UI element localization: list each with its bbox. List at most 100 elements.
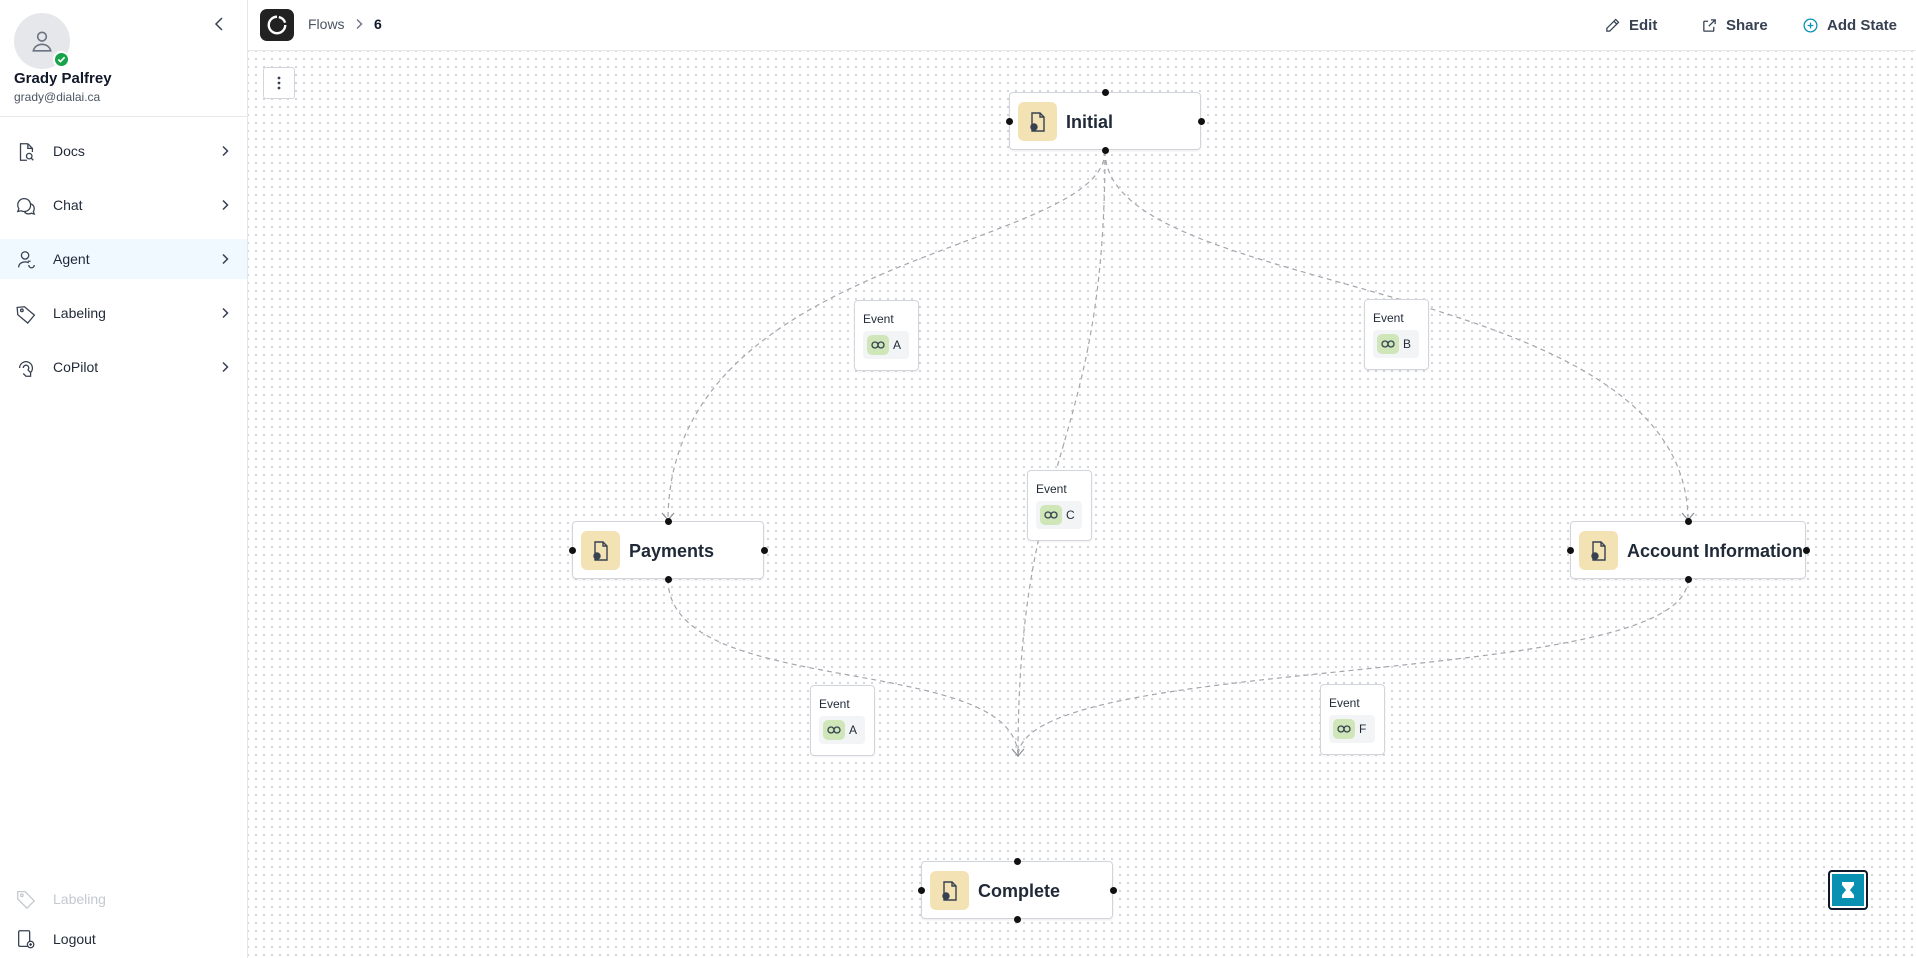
event-icon-wrap [1040,505,1062,525]
event-title: Event [819,697,850,711]
event-node[interactable]: Event F [1320,684,1385,755]
chevron-right-icon [222,361,229,373]
tag-icon [17,891,36,910]
sidebar-item-labeling[interactable]: Labeling [0,293,247,333]
chevron-right-icon [222,307,229,319]
edit-button[interactable]: Edit [1604,12,1657,38]
app-logo[interactable] [260,9,294,41]
plus-circle-icon [1803,17,1818,33]
event-chip: F [1329,715,1375,743]
event-letter: A [893,338,902,352]
event-node[interactable]: Event A [854,300,919,371]
handle-right[interactable] [1198,118,1205,125]
event-title: Event [1373,311,1404,325]
handle-left[interactable] [918,887,925,894]
handle-top[interactable] [1102,89,1109,96]
chevron-right-icon [222,145,229,157]
link-icon [1044,511,1058,519]
chevron-right-icon [222,253,229,265]
chevron-right-icon [222,199,229,211]
state-node-payments[interactable]: Payments [569,518,768,583]
share-button[interactable]: Share [1701,12,1768,38]
event-node[interactable]: Event A [810,685,875,756]
copilot-icon [18,361,34,377]
breadcrumb-current: 6 [374,16,382,32]
tag-icon [16,306,36,324]
assistant-icon [1842,882,1854,898]
logout-button[interactable]: Logout [0,922,247,956]
avatar[interactable] [14,13,70,69]
logout-label: Logout [53,931,96,947]
sidebar-item-label: Docs [53,143,85,159]
chat-bubbles-icon [16,198,36,216]
link-icon [827,726,841,734]
state-label: Initial [1066,112,1114,132]
agent-icon [18,251,35,269]
event-letter: A [849,723,858,737]
user-email: grady@dialai.ca [14,90,101,104]
handle-left[interactable] [1567,547,1574,554]
sidebar-item-agent[interactable]: Agent [0,239,247,279]
state-node-complete[interactable]: Complete [918,858,1117,923]
user-name: Grady Palfrey [14,70,112,87]
sidebar-item-label: Labeling [53,305,106,321]
chevron-left-icon [214,17,223,31]
event-title: Event [1036,482,1067,496]
handle-bottom[interactable] [1014,916,1021,923]
event-letter: B [1403,337,1412,351]
flow-canvas[interactable]: Initial Payments Account Information [248,51,1916,958]
collapse-sidebar-button[interactable] [210,14,230,34]
state-label: Account Information [1627,541,1803,561]
handle-right[interactable] [1110,887,1117,894]
edge-initial-payments [667,150,1106,522]
event-letter: C [1066,508,1075,522]
sidebar-item-copilot[interactable]: CoPilot [0,347,247,387]
handle-left[interactable] [1006,118,1013,125]
sidebar-footer-labeling-label: Labeling [53,891,106,907]
handle-right[interactable] [761,547,768,554]
document-icon-wrap [1018,102,1057,141]
event-icon-wrap [1377,334,1399,354]
share-label: Share [1726,16,1768,34]
edge-account-complete [1017,578,1689,758]
handle-bottom[interactable] [665,576,672,583]
online-status-icon [53,51,70,68]
handle-top[interactable] [1685,518,1692,525]
event-title: Event [1329,696,1360,710]
event-chip: B [1373,330,1419,358]
add-state-button[interactable]: Add State [1802,12,1897,38]
event-icon-wrap [1333,719,1355,739]
document-icon-wrap [581,531,620,570]
event-icon-wrap [867,335,889,355]
edge-payments-complete [667,578,1019,758]
canvas-menu-button[interactable] [263,67,295,99]
handle-top[interactable] [1014,858,1021,865]
handle-top[interactable] [665,518,672,525]
doc-search-icon [19,143,34,161]
event-chip: A [863,331,909,359]
document-icon [941,880,957,901]
link-icon [1381,340,1395,348]
state-node-account-information[interactable]: Account Information [1567,518,1810,583]
sidebar-item-label: Agent [53,251,90,267]
breadcrumb-flows[interactable]: Flows [308,16,345,32]
sidebar-item-chat[interactable]: Chat [0,185,247,225]
handle-bottom[interactable] [1102,147,1109,154]
pencil-icon [1606,18,1620,32]
handle-left[interactable] [569,547,576,554]
sidebar-item-docs[interactable]: Docs [0,131,247,171]
event-node[interactable]: Event B [1364,299,1429,370]
user-icon [32,31,52,52]
handle-right[interactable] [1803,547,1810,554]
share-icon [1703,18,1716,32]
event-chip: C [1036,501,1082,529]
event-icon-wrap [823,720,845,740]
document-icon-wrap [1579,531,1618,570]
state-node-initial[interactable]: Initial [1006,89,1205,154]
link-icon [871,341,885,349]
user-profile: Grady Palfrey grady@dialai.ca [0,0,247,117]
event-node[interactable]: Event C [1027,470,1092,541]
assistant-fab-button[interactable] [1828,870,1868,910]
handle-bottom[interactable] [1685,576,1692,583]
edit-label: Edit [1629,16,1658,34]
